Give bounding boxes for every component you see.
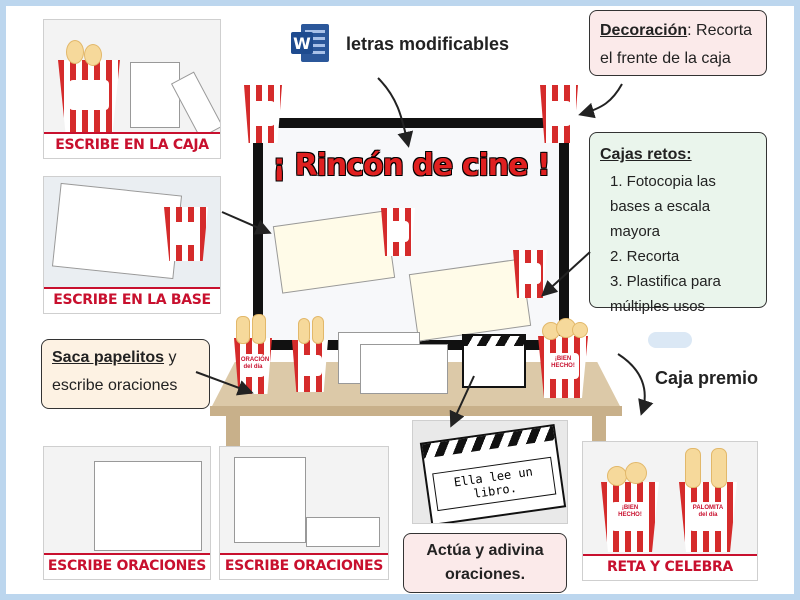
table-cup-oracion-label: ORACIÓN del día xyxy=(240,353,269,378)
popsicle-stick xyxy=(711,448,727,488)
sentence-sheet-image xyxy=(94,461,202,551)
photo-escribe-oraciones-1: ESCRIBE ORACIONES xyxy=(43,446,211,580)
caption-escribe-oraciones-1: ESCRIBE ORACIONES xyxy=(44,553,210,579)
board-corner-box-right xyxy=(540,85,578,143)
word-note: letras modificables xyxy=(346,34,510,54)
popcorn-piece xyxy=(572,322,588,338)
popcorn-box-image xyxy=(164,207,208,261)
prize-cup-1: ¡BIEN HECHO! xyxy=(601,482,659,552)
paper-box-image xyxy=(130,62,180,128)
arrow-decoracion xyxy=(578,83,623,119)
arrow-caja-premio xyxy=(617,353,654,416)
popsicle-stick xyxy=(236,316,250,344)
photo-escribe-en-la-caja: ESCRIBE EN LA CAJA xyxy=(43,19,221,159)
popsicle-stick xyxy=(252,314,266,344)
table-base-sheet-2 xyxy=(360,344,448,394)
board-box-left xyxy=(381,208,415,256)
note-saca-papelitos-title: Saca papelitos xyxy=(52,349,165,366)
popcorn-piece xyxy=(625,462,647,484)
note-actua-text: Actúa y adivina oraciones. xyxy=(426,542,544,583)
board-title-close: ! xyxy=(536,148,551,183)
popsicle-stick xyxy=(685,448,701,488)
popcorn-piece xyxy=(84,44,102,66)
note-decoracion-text: Decoración: Recorta el frente de la caja xyxy=(600,17,756,73)
note-cajas-retos: Cajas retos: 1. Fotocopia las bases a es… xyxy=(589,132,767,315)
popsicle-stick xyxy=(312,316,324,344)
board-screen: ¡ Rincón de cine ! xyxy=(263,128,559,342)
prize-cup-2-label: PALOMITA del día xyxy=(689,501,727,531)
word-document-icon: W xyxy=(291,24,329,62)
caption-escribe-en-la-base: ESCRIBE EN LA BASE xyxy=(44,287,220,313)
sentence-sheet-image xyxy=(234,457,306,543)
arrow-base-to-board xyxy=(221,211,272,235)
table-leg xyxy=(226,416,240,446)
note-decoracion: Decoración: Recorta el frente de la caja xyxy=(589,10,767,76)
table-leg xyxy=(592,416,606,446)
note-decoracion-body: : Recorta el frente de la caja xyxy=(600,22,753,67)
table-edge xyxy=(210,406,622,416)
board: ¡ Rincón de cine ! xyxy=(253,118,569,350)
note-cajas-retos-title: Cajas retos: xyxy=(600,146,692,163)
arrow-clapper xyxy=(449,375,475,428)
arrow-retos-to-board xyxy=(541,251,591,297)
table-clapperboard xyxy=(462,334,526,388)
arrow-word-to-board xyxy=(377,77,414,148)
table-cup-middle xyxy=(292,340,328,392)
caption-escribe-oraciones-2: ESCRIBE ORACIONES xyxy=(220,553,388,579)
note-actua: Actúa y adivina oraciones. xyxy=(403,533,567,593)
table-cup-bien-hecho-label: ¡BIEN HECHO! xyxy=(547,353,579,380)
photo-clapperboard: Ella lee un libro. xyxy=(412,420,568,524)
retos-item-1: 1. Fotocopia las bases a escala mayora xyxy=(610,173,716,240)
photo-escribe-en-la-base: ESCRIBE EN LA BASE xyxy=(43,176,221,314)
note-saca-papelitos-text: Saca papelitos y escribe oraciones xyxy=(52,344,199,400)
photo-escribe-oraciones-2: ESCRIBE ORACIONES xyxy=(219,446,389,580)
note-decoracion-title: Decoración xyxy=(600,22,688,39)
board-corner-box-left xyxy=(244,85,282,143)
arrow-papelitos-to-cup xyxy=(195,371,254,396)
prize-cup-1-label: ¡BIEN HECHO! xyxy=(611,501,649,531)
board-title-text: Rincón de cine xyxy=(294,148,529,183)
note-saca-papelitos: Saca papelitos y escribe oraciones xyxy=(41,339,210,409)
popsicle-stick xyxy=(298,318,310,344)
table-cup-bien-hecho: ¡BIEN HECHO! xyxy=(538,336,588,398)
board-title-open: ¡ xyxy=(272,148,286,183)
popcorn-piece xyxy=(66,40,84,64)
retos-item-3: 3. Plastifica para múltiples usos xyxy=(610,273,721,315)
retos-item-2: 2. Recorta xyxy=(610,248,680,265)
caption-escribe-en-la-caja: ESCRIBE EN LA CAJA xyxy=(44,132,220,158)
caption-reta-y-celebra: RETA Y CELEBRA xyxy=(583,554,757,580)
note-saca-papelitos-body: y escribe oraciones xyxy=(52,349,178,394)
caja-premio-label: Caja premio xyxy=(655,368,759,388)
cloud-decoration xyxy=(648,332,692,348)
svg-text:W: W xyxy=(293,34,311,53)
board-title: ¡ Rincón de cine ! xyxy=(263,148,559,183)
prize-cup-2: PALOMITA del día xyxy=(679,482,737,552)
sentence-sheet-image xyxy=(306,517,380,547)
popcorn-box-image xyxy=(58,60,120,132)
photo-reta-y-celebra: ¡BIEN HECHO! PALOMITA del día RETA Y CEL… xyxy=(582,441,758,581)
